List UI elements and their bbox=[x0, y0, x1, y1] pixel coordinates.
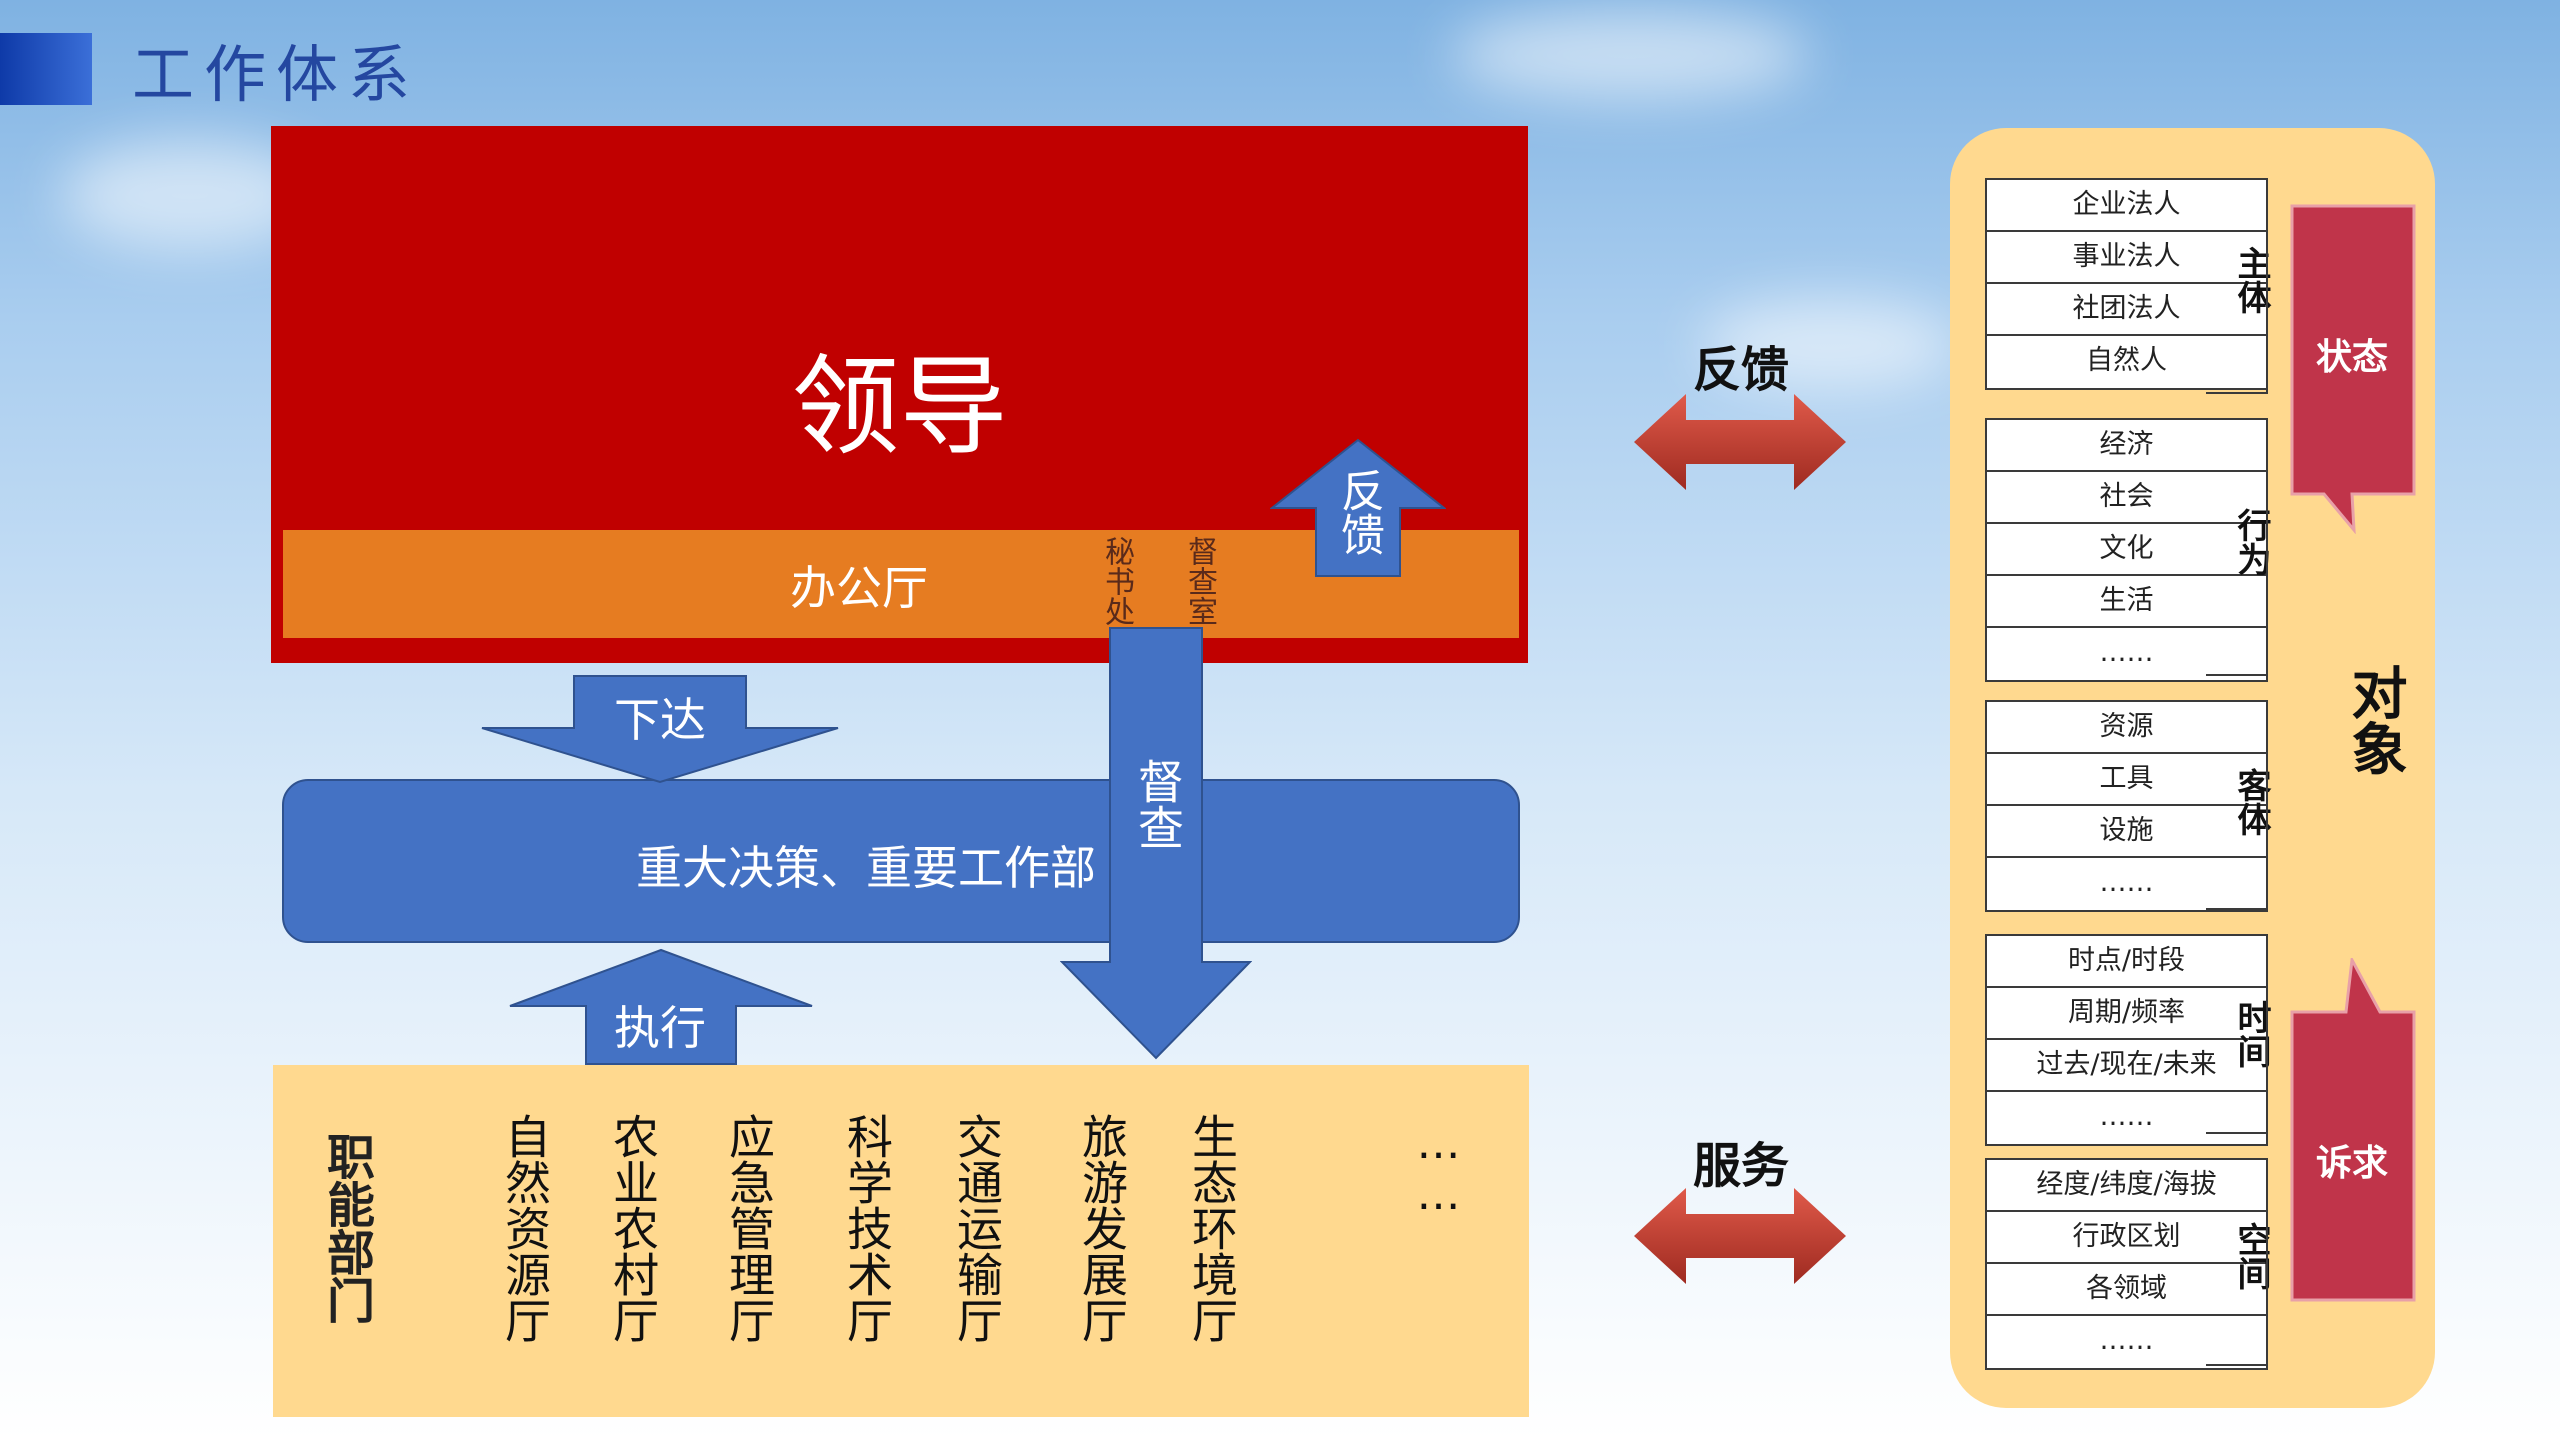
department-agriculture: 农业农村厅 bbox=[606, 1113, 660, 1343]
feedback-link-label: 反馈 bbox=[1693, 342, 1790, 398]
supervise-arrow bbox=[1060, 627, 1252, 1060]
object-item: 行政区划 bbox=[1987, 1212, 2266, 1264]
status-callout bbox=[2290, 204, 2416, 534]
category-frame bbox=[2206, 418, 2268, 676]
object-item: 事业法人 bbox=[1987, 232, 2266, 284]
feedback-up-arrow bbox=[1270, 438, 1446, 577]
execute-label: 执行 bbox=[614, 1001, 706, 1055]
department-science: 科学技术厅 bbox=[840, 1113, 894, 1343]
object-item: 社团法人 bbox=[1987, 284, 2266, 336]
cloud bbox=[1450, 10, 1810, 100]
execute-up-arrow bbox=[509, 948, 813, 1065]
cloud bbox=[1700, 300, 1960, 390]
object-item: 设施 bbox=[1987, 806, 2266, 858]
object-item: 经济 bbox=[1987, 420, 2266, 472]
object-group-behavior: 经济 社会 文化 生活 …… bbox=[1985, 418, 2268, 682]
object-item: …… bbox=[2099, 1101, 2154, 1132]
object-item: 社会 bbox=[1987, 472, 2266, 524]
object-item: …… bbox=[2099, 637, 2154, 668]
objects-title: 对象 bbox=[2342, 664, 2407, 776]
object-item: …… bbox=[2099, 1325, 2154, 1356]
departments-more: …… bbox=[1413, 1118, 1464, 1220]
category-time: 时间 bbox=[2231, 1000, 2271, 1068]
object-group-space: 经度/纬度/海拔 行政区划 各领域 …… bbox=[1985, 1158, 2268, 1370]
department-ecology: 生态环境厅 bbox=[1185, 1113, 1239, 1343]
object-item: 各领域 bbox=[1987, 1264, 2266, 1316]
object-item: 过去/现在/未来 bbox=[1987, 1040, 2266, 1092]
object-item: …… bbox=[2099, 867, 2154, 898]
category-object: 客体 bbox=[2231, 768, 2271, 836]
status-callout-label: 状态 bbox=[2316, 337, 2389, 378]
supervision-office-label: 督查室 bbox=[1182, 536, 1217, 626]
object-item: 周期/频率 bbox=[1987, 988, 2266, 1040]
category-space: 空间 bbox=[2231, 1222, 2271, 1290]
department-transport: 交通运输厅 bbox=[950, 1113, 1004, 1343]
appeal-callout-label: 诉求 bbox=[2316, 1143, 2389, 1184]
object-item: 工具 bbox=[1987, 754, 2266, 806]
functional-departments-block bbox=[273, 1065, 1529, 1417]
supervise-label: 督查 bbox=[1131, 758, 1185, 850]
department-natural-resources: 自然资源厅 bbox=[498, 1113, 552, 1343]
object-item: 生活 bbox=[1987, 576, 2266, 628]
functional-departments-title: 职能部门 bbox=[318, 1132, 374, 1324]
object-item: 企业法人 bbox=[1987, 180, 2266, 232]
object-group-object: 资源 工具 设施 …… bbox=[1985, 700, 2268, 912]
department-tourism: 旅游发展厅 bbox=[1075, 1113, 1129, 1343]
service-link-label: 服务 bbox=[1693, 1138, 1790, 1194]
appeal-callout bbox=[2290, 958, 2416, 1302]
secretariat-label: 秘书处 bbox=[1099, 536, 1134, 626]
feedback-double-arrow bbox=[1634, 394, 1846, 490]
category-behavior: 行为 bbox=[2231, 508, 2271, 576]
object-group-subject: 企业法人 事业法人 社团法人 自然人 bbox=[1985, 178, 2268, 390]
leadership-label: 领导 bbox=[791, 345, 1008, 470]
object-item: 自然人 bbox=[2086, 345, 2167, 376]
object-item: 文化 bbox=[1987, 524, 2266, 576]
major-decision-label: 重大决策、重要工作部 bbox=[636, 841, 1096, 895]
object-item: 资源 bbox=[1987, 702, 2266, 754]
category-frame bbox=[2206, 178, 2268, 394]
general-office-bar bbox=[283, 530, 1519, 638]
service-double-arrow bbox=[1634, 1188, 1846, 1284]
general-office-label: 办公厅 bbox=[790, 561, 928, 615]
category-frame bbox=[2206, 1158, 2268, 1366]
page-title: 工作体系 bbox=[132, 38, 421, 111]
issue-down-arrow bbox=[481, 675, 839, 784]
category-frame bbox=[2206, 934, 2268, 1134]
object-group-time: 时点/时段 周期/频率 过去/现在/未来 …… bbox=[1985, 934, 2268, 1146]
object-item: 经度/纬度/海拔 bbox=[1987, 1160, 2266, 1212]
object-item: 时点/时段 bbox=[1987, 936, 2266, 988]
feedback-up-label: 反馈 bbox=[1333, 468, 1384, 556]
category-frame bbox=[2206, 700, 2268, 910]
department-emergency: 应急管理厅 bbox=[722, 1113, 776, 1343]
issue-down-label: 下达 bbox=[614, 693, 706, 747]
major-decision-block bbox=[282, 779, 1520, 943]
category-subject: 主体 bbox=[2231, 246, 2271, 314]
title-accent-bar bbox=[0, 33, 92, 105]
